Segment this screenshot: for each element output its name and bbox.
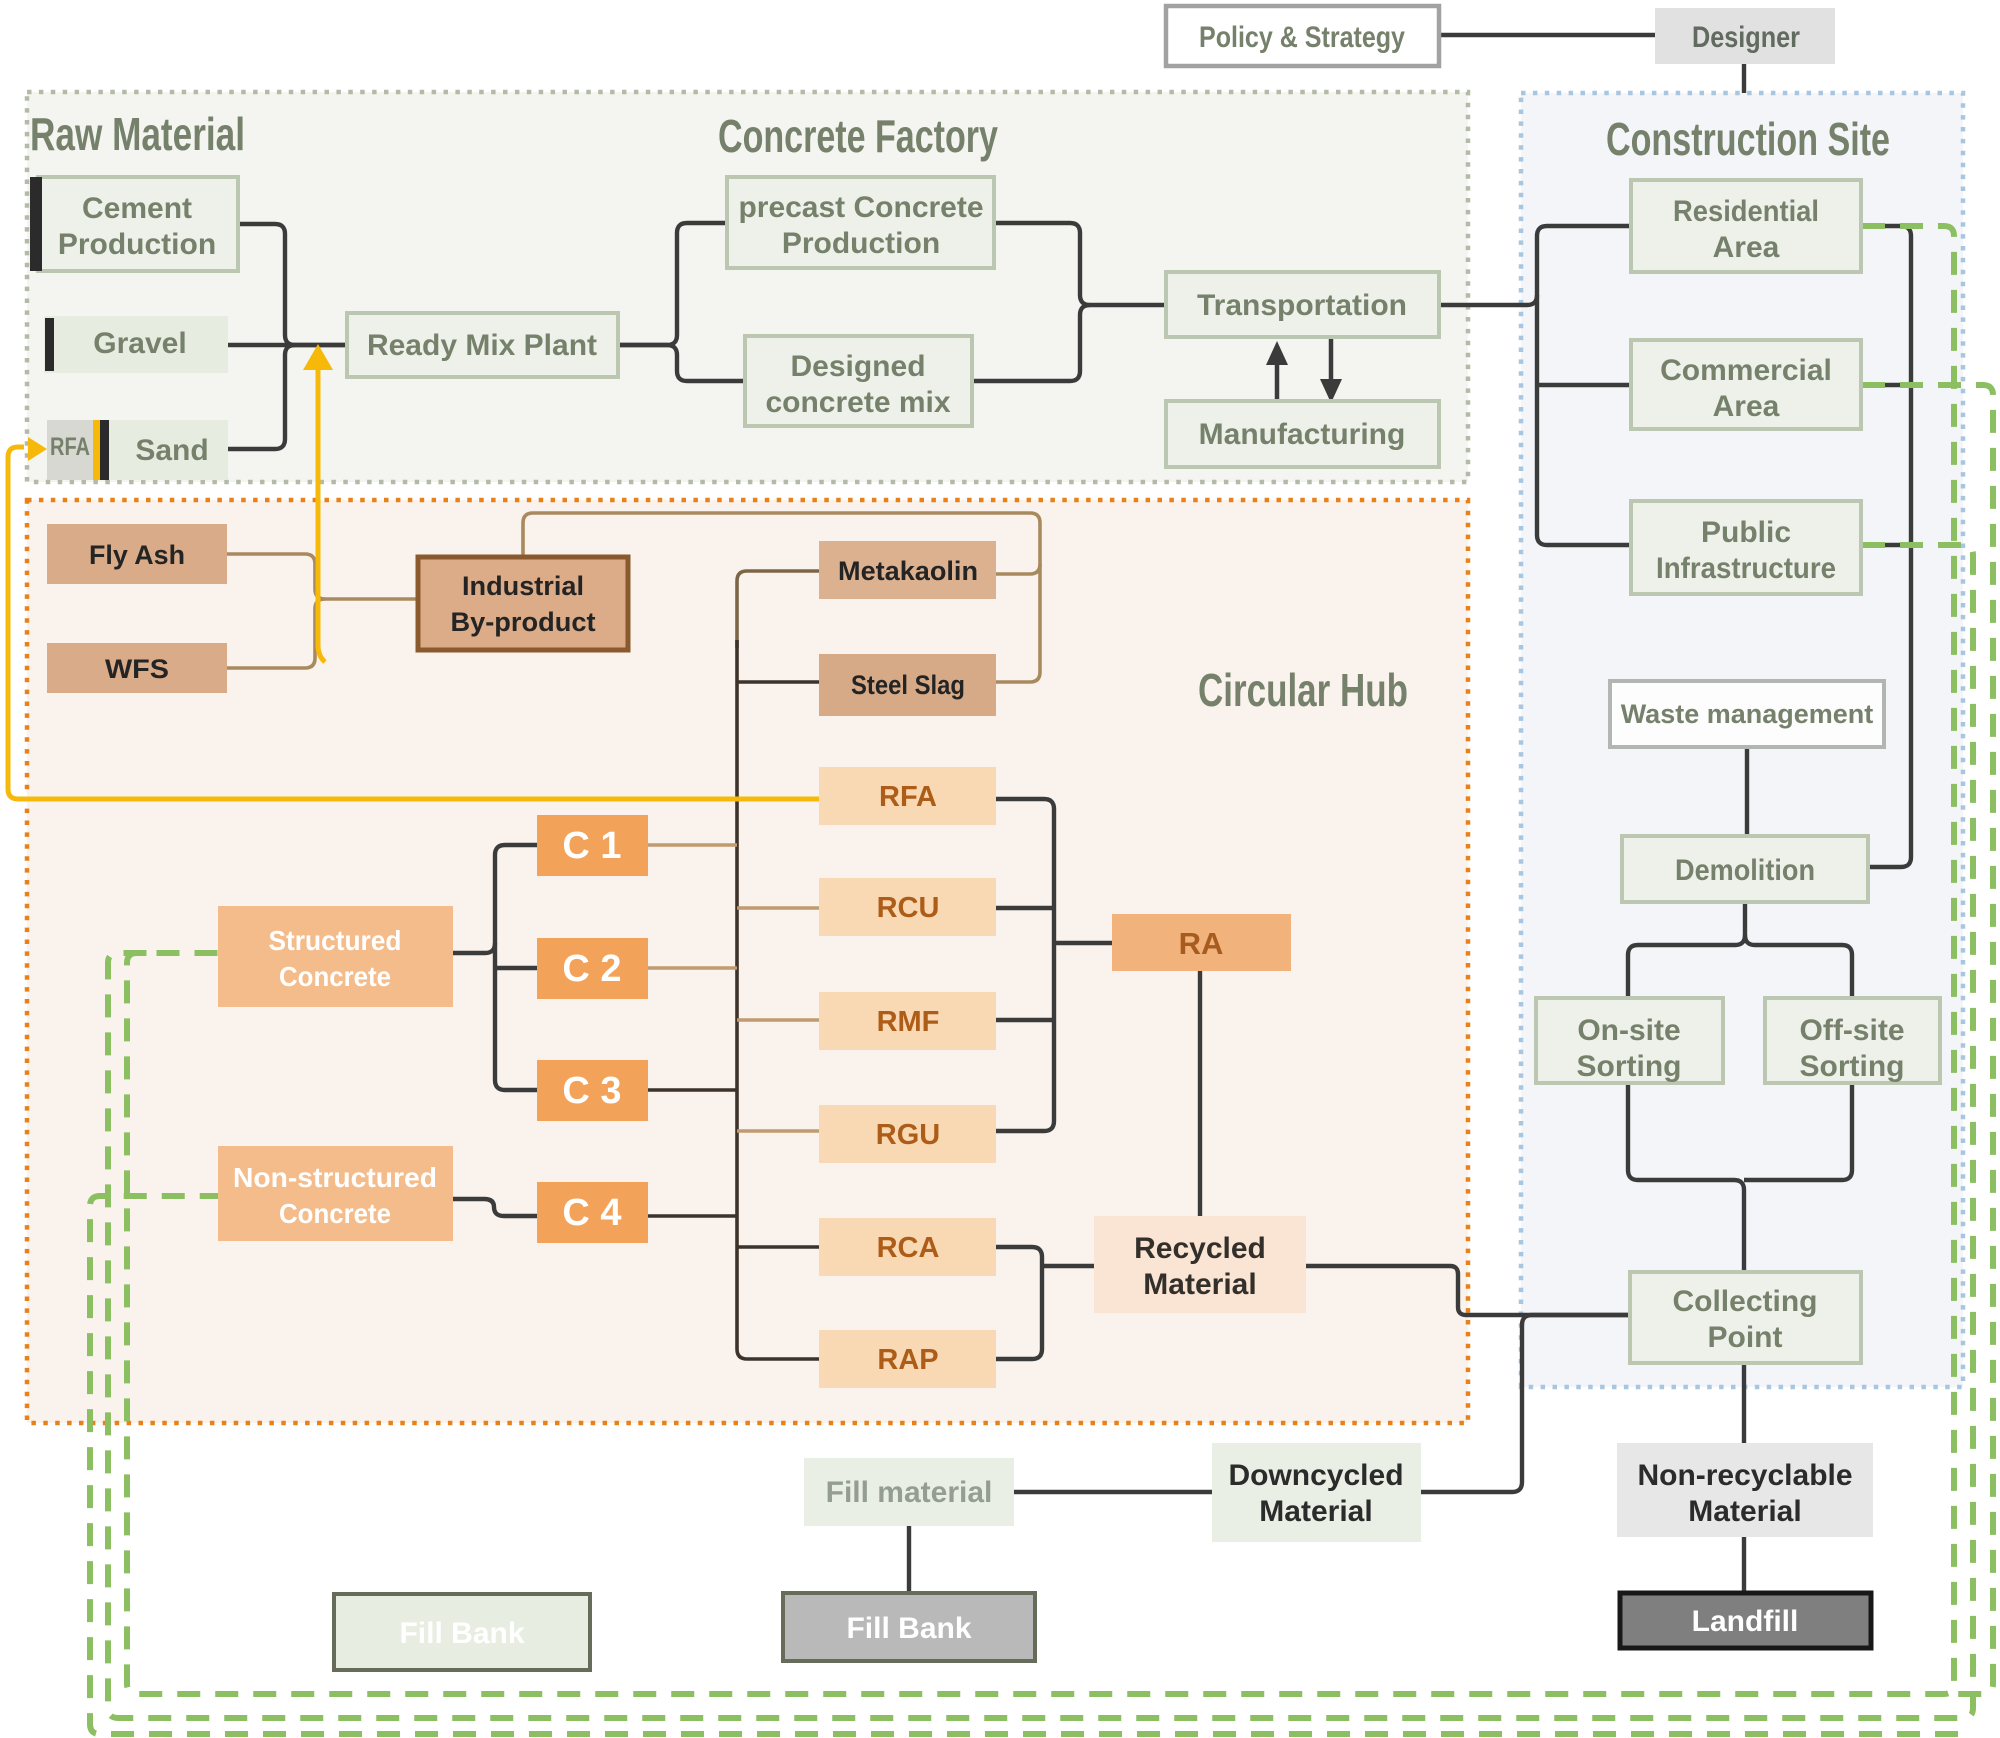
svg-text:Sorting: Sorting bbox=[1577, 1050, 1682, 1083]
svg-text:Point: Point bbox=[1708, 1321, 1783, 1354]
svg-text:Material: Material bbox=[1688, 1495, 1801, 1528]
svg-text:RA: RA bbox=[1179, 926, 1224, 961]
svg-text:RCA: RCA bbox=[877, 1232, 940, 1264]
svg-text:Commercial: Commercial bbox=[1660, 354, 1832, 387]
svg-text:Fly Ash: Fly Ash bbox=[89, 540, 185, 570]
svg-text:RGU: RGU bbox=[876, 1119, 940, 1151]
svg-text:Non-recyclable: Non-recyclable bbox=[1637, 1459, 1852, 1492]
svg-text:C 2: C 2 bbox=[562, 948, 621, 990]
svg-text:Construction Site: Construction Site bbox=[1606, 113, 1890, 165]
svg-text:Steel Slag: Steel Slag bbox=[851, 670, 965, 700]
svg-text:Cement: Cement bbox=[82, 192, 192, 225]
svg-text:Downcycled: Downcycled bbox=[1228, 1459, 1403, 1492]
svg-text:Infrastructure: Infrastructure bbox=[1656, 552, 1836, 585]
svg-text:Sand: Sand bbox=[135, 434, 208, 467]
svg-text:Area: Area bbox=[1713, 231, 1780, 264]
svg-text:C 1: C 1 bbox=[562, 825, 621, 867]
svg-text:Fill Bank: Fill Bank bbox=[399, 1617, 524, 1650]
svg-text:Ready Mix Plant: Ready Mix Plant bbox=[367, 329, 597, 362]
svg-text:Landfill: Landfill bbox=[1692, 1605, 1799, 1638]
svg-text:C 3: C 3 bbox=[562, 1070, 621, 1112]
svg-text:concrete mix: concrete mix bbox=[765, 386, 950, 419]
svg-text:Material: Material bbox=[1259, 1495, 1372, 1528]
svg-text:Concrete: Concrete bbox=[279, 1198, 391, 1229]
svg-text:WFS: WFS bbox=[105, 654, 169, 684]
svg-text:Policy & Strategy: Policy & Strategy bbox=[1199, 21, 1405, 54]
svg-text:Gravel: Gravel bbox=[93, 327, 186, 360]
svg-text:RAP: RAP bbox=[877, 1344, 938, 1376]
svg-text:Collecting: Collecting bbox=[1672, 1285, 1817, 1318]
svg-text:Production: Production bbox=[782, 227, 940, 260]
svg-text:Concrete Factory: Concrete Factory bbox=[718, 110, 998, 162]
svg-text:Designer: Designer bbox=[1692, 21, 1800, 54]
svg-text:Material: Material bbox=[1143, 1268, 1256, 1301]
svg-text:Production: Production bbox=[58, 228, 216, 261]
svg-text:Manufacturing: Manufacturing bbox=[1199, 418, 1406, 451]
svg-text:Demolition: Demolition bbox=[1675, 854, 1815, 887]
svg-text:Designed: Designed bbox=[790, 350, 925, 383]
svg-text:RFA: RFA bbox=[50, 433, 90, 461]
svg-text:Area: Area bbox=[1713, 390, 1780, 423]
svg-text:RMF: RMF bbox=[877, 1006, 940, 1038]
svg-text:Waste management: Waste management bbox=[1621, 699, 1874, 729]
svg-text:RFA: RFA bbox=[879, 781, 937, 813]
svg-text:Fill material: Fill material bbox=[826, 1476, 993, 1509]
svg-text:Non-structured: Non-structured bbox=[233, 1162, 437, 1193]
svg-text:Industrial: Industrial bbox=[462, 571, 584, 601]
svg-text:Circular Hub: Circular Hub bbox=[1198, 664, 1408, 716]
svg-text:Sorting: Sorting bbox=[1800, 1050, 1905, 1083]
svg-text:Metakaolin: Metakaolin bbox=[838, 556, 978, 586]
svg-text:Transportation: Transportation bbox=[1197, 289, 1407, 322]
svg-text:precast Concrete: precast Concrete bbox=[738, 191, 983, 224]
svg-text:Structured: Structured bbox=[269, 925, 402, 956]
svg-text:C 4: C 4 bbox=[562, 1192, 621, 1234]
svg-text:Fill Bank: Fill Bank bbox=[846, 1612, 971, 1645]
svg-text:Off-site: Off-site bbox=[1800, 1014, 1905, 1047]
svg-text:Raw Material: Raw Material bbox=[30, 108, 245, 160]
svg-text:Recycled: Recycled bbox=[1134, 1232, 1266, 1265]
svg-text:Concrete: Concrete bbox=[279, 961, 391, 992]
svg-text:By-product: By-product bbox=[451, 607, 596, 637]
svg-text:Residential: Residential bbox=[1673, 195, 1819, 228]
svg-text:Public: Public bbox=[1701, 516, 1791, 549]
svg-text:RCU: RCU bbox=[877, 892, 940, 924]
svg-text:On-site: On-site bbox=[1577, 1014, 1680, 1047]
